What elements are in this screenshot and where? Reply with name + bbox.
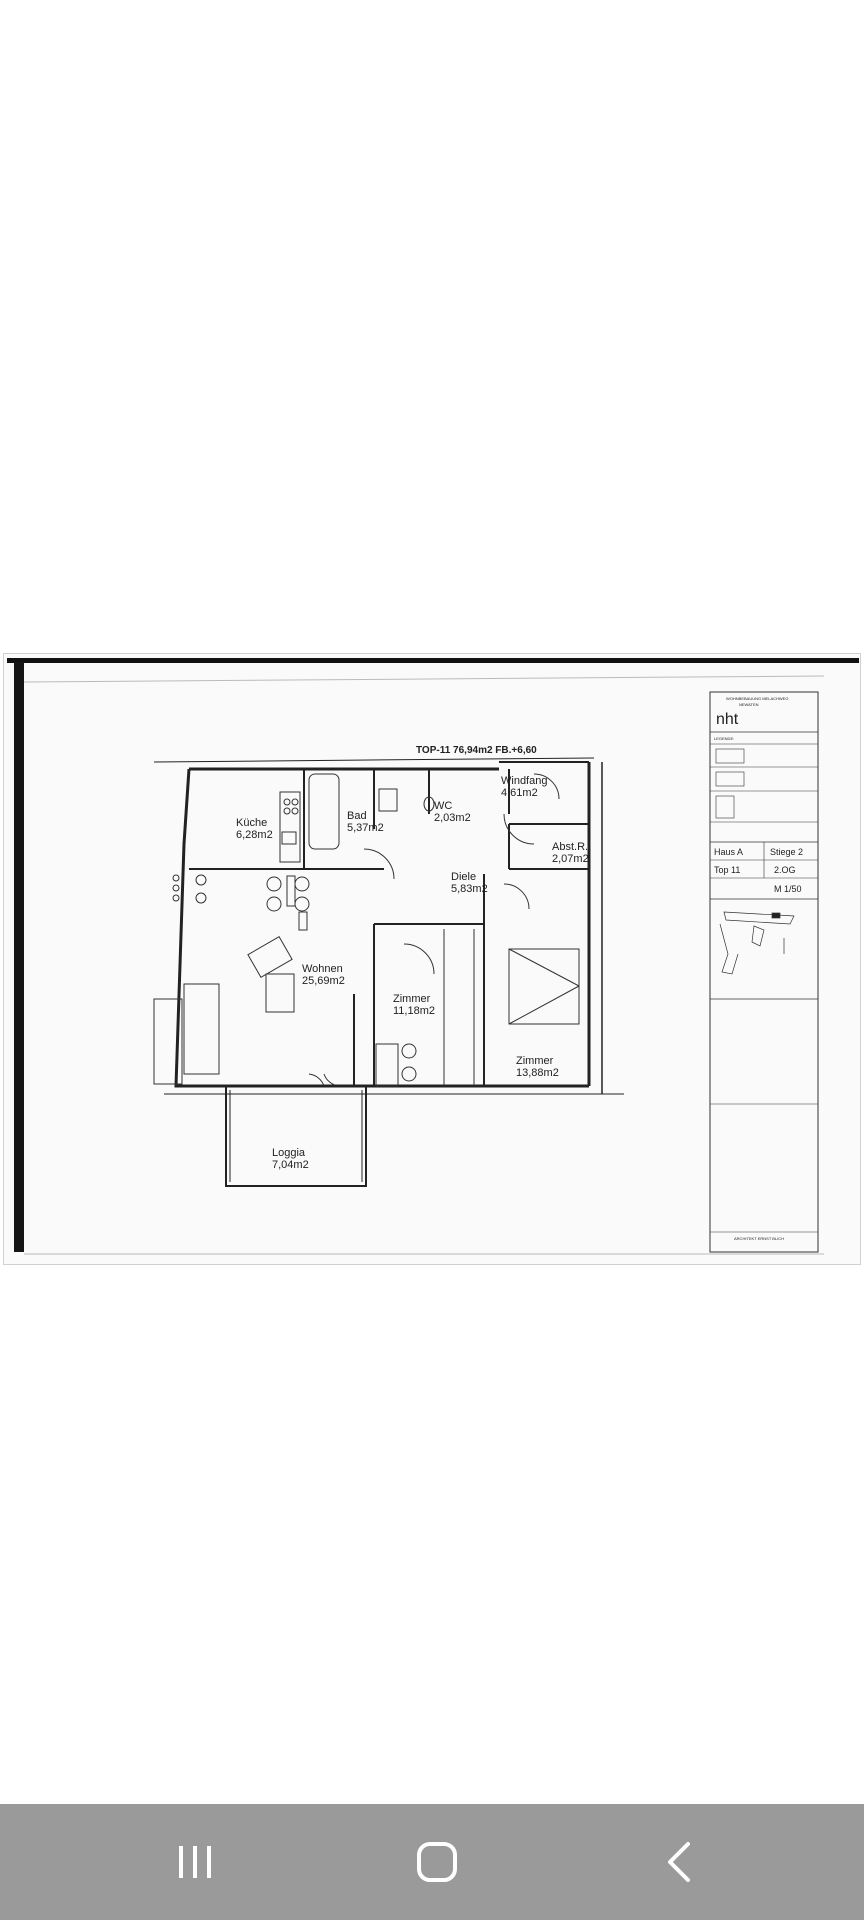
svg-text:Wohnen: Wohnen: [302, 963, 343, 975]
room-label-zimmer-2: Zimmer 13,88m2: [516, 1055, 559, 1079]
svg-text:25,69m2: 25,69m2: [302, 975, 345, 987]
interior-walls: [189, 769, 589, 1086]
legend-label: LEGENDE:: [714, 736, 734, 741]
room-label-windfang: Windfang 4,61m2: [501, 775, 547, 799]
svg-text:13,88m2: 13,88m2: [516, 1067, 559, 1079]
loggia: [225, 1085, 367, 1187]
back-button[interactable]: [630, 1830, 730, 1894]
scan-left-edge: [14, 662, 24, 1252]
doors: [308, 773, 560, 1087]
svg-text:2,07m2: 2,07m2: [552, 853, 589, 865]
svg-text:Zimmer: Zimmer: [393, 993, 431, 1005]
svg-text:Zimmer: Zimmer: [516, 1055, 554, 1067]
recent-apps-button[interactable]: [145, 1830, 245, 1894]
project-sub: NEWATEN: [739, 702, 759, 707]
svg-text:4,61m2: 4,61m2: [501, 787, 538, 799]
room-label-abstellraum: Abst.R. 2,07m2: [552, 841, 589, 865]
svg-text:5,37m2: 5,37m2: [347, 822, 384, 834]
svg-text:WC: WC: [434, 800, 452, 812]
scale-label: M 1/50: [774, 884, 802, 894]
back-icon: [668, 1842, 690, 1882]
svg-text:11,18m2: 11,18m2: [393, 1005, 435, 1017]
floor-label: 2.OG: [774, 865, 796, 875]
fixtures: [153, 773, 580, 1087]
recent-apps-icon: [179, 1846, 211, 1878]
room-label-wc: WC 2,03m2: [434, 800, 471, 824]
floor-plan-drawing: TOP-11 76,94m2 FB.+6,60: [7, 658, 859, 1255]
room-label-loggia: Loggia 7,04m2: [272, 1147, 309, 1171]
room-label-bad: Bad 5,37m2: [347, 810, 384, 834]
home-button[interactable]: [387, 1830, 487, 1894]
image-viewer[interactable]: TOP-11 76,94m2 FB.+6,60: [0, 0, 864, 1804]
floor-plan-scan[interactable]: TOP-11 76,94m2 FB.+6,60: [3, 653, 861, 1265]
svg-text:2,03m2: 2,03m2: [434, 812, 471, 824]
svg-text:Bad: Bad: [347, 810, 367, 822]
scan-top-edge: [7, 658, 859, 663]
system-navigation-bar: [0, 1804, 864, 1920]
home-icon: [417, 1842, 457, 1882]
site-plan-thumbnail: [719, 911, 795, 975]
architect-name: ARCHITEKT ERNST BLICH: [734, 1236, 784, 1241]
unit-label: Top 11: [714, 865, 740, 875]
room-label-zimmer-1: Zimmer 11,18m2: [393, 993, 435, 1017]
exterior-walls: [153, 757, 624, 1095]
svg-text:Loggia: Loggia: [272, 1147, 306, 1159]
svg-text:5,83m2: 5,83m2: [451, 883, 488, 895]
svg-text:Abst.R.: Abst.R.: [552, 841, 588, 853]
house-label: Haus A: [714, 847, 743, 857]
room-label-diele: Diele 5,83m2: [451, 871, 488, 895]
title-block: WOHNBEBAUUNG MELACHWEG NEWATEN nht LEGEN…: [709, 691, 819, 1253]
svg-text:7,04m2: 7,04m2: [272, 1159, 309, 1171]
stair-label: Stiege 2: [770, 847, 803, 857]
plan-header: TOP-11 76,94m2 FB.+6,60: [416, 745, 537, 756]
room-label-wohnen: Wohnen 25,69m2: [302, 963, 345, 987]
svg-text:6,28m2: 6,28m2: [236, 829, 273, 841]
project-name: WOHNBEBAUUNG MELACHWEG: [726, 696, 788, 701]
svg-text:Diele: Diele: [451, 871, 476, 883]
svg-text:Küche: Küche: [236, 817, 267, 829]
architect-logo: nht: [716, 711, 739, 728]
room-label-kueche: Küche 6,28m2: [236, 817, 273, 841]
svg-text:Windfang: Windfang: [501, 775, 547, 787]
